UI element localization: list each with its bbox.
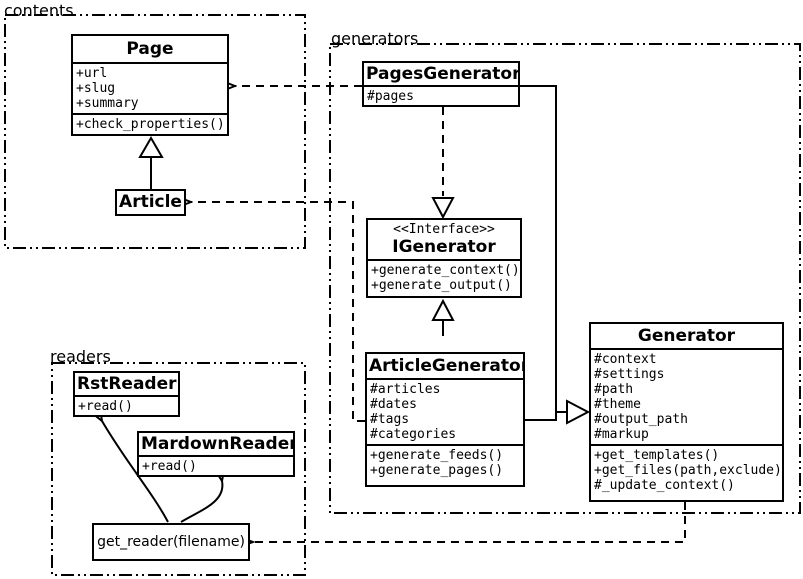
class-name-pagesgenerator: PagesGenerator [364, 63, 518, 87]
class-attribute: +url [76, 66, 108, 81]
class-method: +check_properties() [76, 117, 225, 132]
class-method: +generate_output() [371, 278, 512, 293]
interface-header: <<Interface>> IGenerator [368, 220, 520, 261]
class-name-rstreader: RstReader [75, 373, 178, 397]
articlegenerator-article-dependency-arrow [191, 202, 365, 422]
attributes-section: #articles #dates #tags #categories [367, 380, 523, 446]
class-method: +get_templates() [594, 448, 720, 463]
class-attribute: #output_path [594, 412, 688, 427]
class-method: +read() [142, 459, 197, 474]
attributes-section: +url +slug +summary [73, 64, 227, 115]
interface-stereotype: <<Interface>> [393, 222, 495, 237]
function-box-get-reader: get_reader(filename) [92, 523, 250, 561]
function-label: get_reader(filename) [97, 534, 245, 550]
class-box-page: Page +url +slug +summary +check_properti… [71, 34, 229, 136]
generalization-trunk-line [520, 85, 557, 421]
package-label-contents: contents [4, 1, 74, 20]
class-attribute: #theme [594, 397, 641, 412]
class-attribute: #articles [370, 382, 441, 397]
class-attribute: #categories [370, 427, 457, 442]
class-attribute: #dates [370, 397, 417, 412]
class-name-generator: Generator [591, 324, 782, 350]
realization-triangle-icon [431, 197, 455, 220]
class-name-articlegenerator: ArticleGenerator [367, 354, 523, 380]
methods-section: +read() [75, 397, 178, 415]
package-border-generators [329, 43, 801, 514]
class-attribute: +summary [76, 96, 139, 111]
class-method: +generate_feeds() [370, 448, 504, 463]
package-border-readers [51, 362, 306, 576]
class-attribute: #path [594, 382, 634, 397]
class-box-igenerator: <<Interface>> IGenerator +generate_conte… [366, 218, 522, 298]
class-box-article: Article [115, 189, 186, 216]
class-box-generator: Generator #context #settings #path #them… [589, 322, 784, 502]
class-attribute: +slug [76, 81, 116, 96]
attributes-section: #pages [364, 87, 518, 105]
generalization-triangle-icon [566, 399, 591, 425]
class-name-igenerator: IGenerator [392, 237, 496, 257]
methods-section: +generate_context() +generate_output() [368, 261, 520, 295]
package-label-generators: generators [331, 29, 419, 48]
inheritance-triangle-icon [138, 136, 164, 158]
class-attribute: #context [594, 352, 657, 367]
package-border-contents [4, 14, 306, 249]
class-attribute: #markup [594, 427, 649, 442]
class-method: +generate_pages() [370, 463, 504, 478]
class-name-page: Page [73, 36, 227, 64]
class-name-mardownreader: MardownReader [139, 433, 293, 457]
attributes-section: #context #settings #path #theme #output_… [591, 350, 782, 446]
class-attribute: #settings [594, 367, 665, 382]
class-attribute: #pages [367, 89, 414, 104]
methods-section: +get_templates() +get_files(path,exclude… [591, 446, 782, 495]
class-attribute: #tags [370, 412, 410, 427]
class-box-rstreader: RstReader +read() [73, 371, 180, 417]
package-label-readers: readers [50, 347, 111, 366]
methods-section: +generate_feeds() +generate_pages() [367, 446, 523, 480]
realization-triangle-icon [431, 298, 455, 321]
class-name-article: Article [119, 192, 182, 212]
getreader-mardownreader-arrow [180, 481, 222, 523]
class-box-articlegenerator: ArticleGenerator #articles #dates #tags … [365, 352, 525, 487]
methods-section: +read() [139, 457, 293, 475]
class-method: +read() [78, 399, 133, 414]
class-method: +generate_context() [371, 263, 520, 278]
class-method: #_update_context() [594, 478, 735, 493]
class-method: +get_files(path,exclude) [594, 463, 782, 478]
methods-section: +check_properties() [73, 115, 227, 134]
class-box-mardownreader: MardownReader +read() [137, 431, 295, 477]
generator-getreader-dependency-arrow [253, 502, 686, 542]
class-box-pagesgenerator: PagesGenerator #pages [362, 61, 520, 107]
